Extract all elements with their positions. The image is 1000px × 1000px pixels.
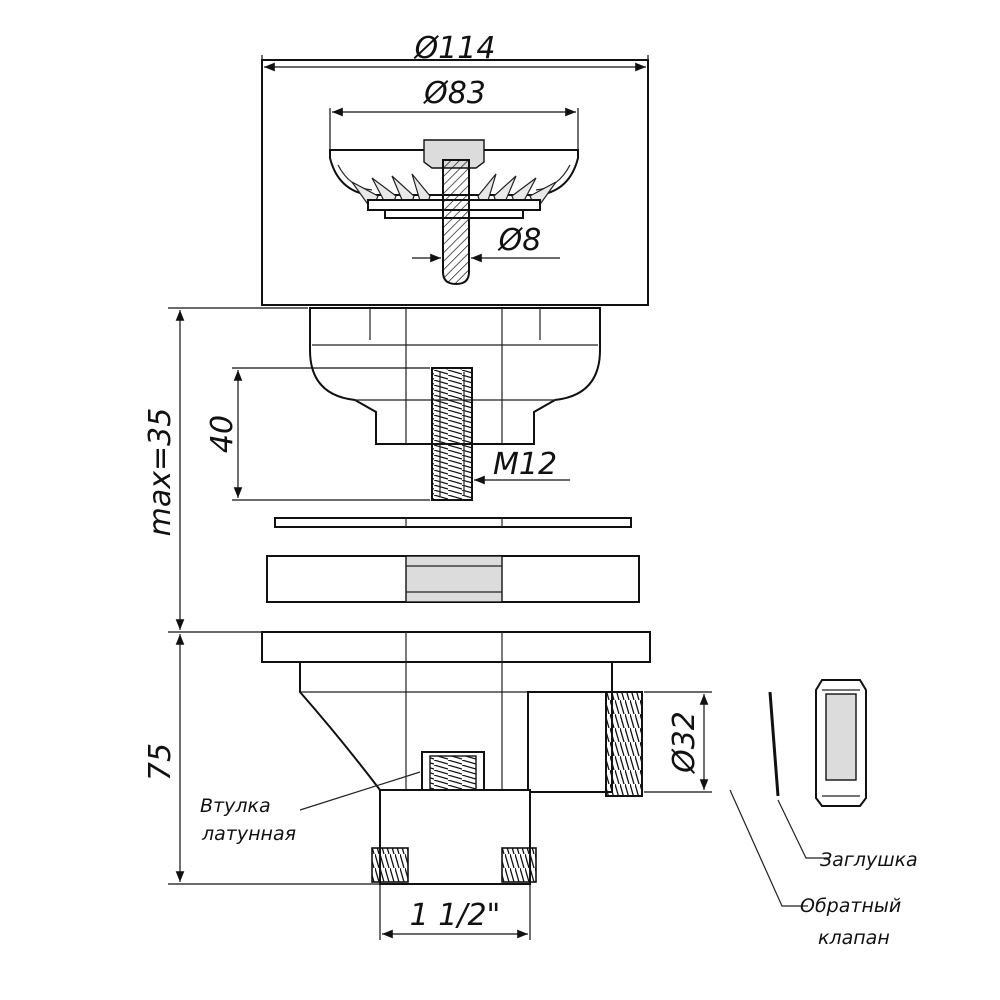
dim-thread-length: 40 (205, 415, 240, 453)
lower-thread-right (501, 847, 537, 883)
dim-thread-size: M12 (493, 447, 557, 482)
lower-thread-left (371, 847, 409, 883)
label-bushing-line1: Втулка (200, 795, 271, 817)
dim-outlet-diameter: Ø32 (667, 711, 702, 775)
side-outlet (527, 691, 613, 793)
stem (442, 159, 470, 286)
body-flange (261, 631, 651, 663)
flange-outline (261, 59, 649, 306)
label-check-valve-line2: клапан (818, 927, 890, 949)
check-valve-plate (768, 691, 780, 797)
gasket-and-nut (266, 517, 640, 603)
outlet-thread (605, 691, 643, 797)
threaded-stem (431, 367, 473, 501)
drain-body-view: Ø32 1 1/2" Втулка латунная (200, 631, 712, 940)
label-check-valve-line1: Обратный (800, 895, 901, 917)
flat-gasket (274, 517, 632, 528)
dim-outer-diameter: Ø114 (413, 31, 496, 66)
dim-basket-diameter: Ø83 (422, 76, 486, 111)
label-bushing-line2: латунная (201, 823, 296, 845)
dim-stem-diameter: Ø8 (497, 223, 542, 258)
strainer-body-view: 40 M12 (205, 307, 601, 501)
overall-dimensions: max=35 75 (143, 307, 380, 885)
strainer-basket-view: Ø114 Ø83 Ø8 (261, 31, 649, 306)
label-plug: Заглушка (820, 849, 918, 871)
dim-height-max: max=35 (143, 408, 178, 537)
plug-and-valve: Заглушка Обратный клапан (729, 679, 918, 949)
dim-body-height: 75 (143, 743, 178, 781)
dim-outlet-thread: 1 1/2" (410, 898, 501, 933)
